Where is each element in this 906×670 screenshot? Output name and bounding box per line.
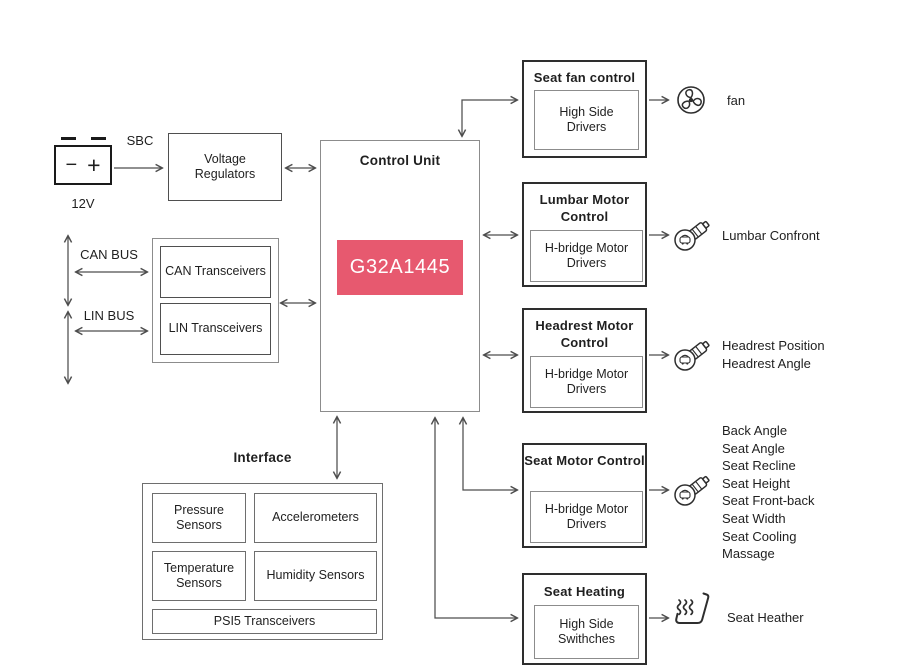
seat-fan-control-title: Seat fan control (533, 70, 636, 85)
h-bridge-motor-drivers-box: H-bridge Motor Drivers (530, 491, 643, 543)
chip-g32a1445: G32A1445 (337, 240, 463, 295)
output-line: Seat Front-back (722, 493, 815, 509)
sbc-label: SBC (126, 133, 154, 148)
seat-motor-control-box: Seat Motor Control H-bridge Motor Driver… (522, 443, 647, 548)
output-line: Seat Recline (722, 458, 796, 474)
lin-transceivers-box: LIN Transceivers (160, 303, 271, 355)
headrest-motor-control-box: Headrest Motor Control H-bridge Motor Dr… (522, 308, 647, 413)
h-bridge-motor-drivers-box: H-bridge Motor Drivers (530, 230, 643, 282)
fan-output-label: fan (727, 93, 746, 108)
seat-motor-output-labels: Back Angle Seat Angle Seat Recline Seat … (722, 422, 815, 563)
humidity-sensors-box: Humidity Sensors (254, 551, 377, 601)
connector-cu-to-seat-fan (462, 100, 517, 136)
seat-heating-box: Seat Heating High Side Swithches (522, 573, 647, 665)
output-line: Headrest Angle (722, 355, 811, 371)
motor-icon (674, 340, 710, 371)
lumbar-motor-control-title: Lumbar Motor Control (539, 192, 630, 224)
fan-icon (677, 86, 705, 114)
minus-symbol: − (65, 154, 78, 176)
connector-cu-to-seat-heating (435, 418, 517, 618)
seat-motor-control-title: Seat Motor Control (524, 453, 645, 468)
can-transceivers-box: CAN Transceivers (160, 246, 271, 298)
seat-heating-title: Seat Heating (543, 584, 626, 599)
output-line: Headrest Position (722, 338, 825, 353)
high-side-switches-box: High Side Swithches (534, 605, 639, 659)
connector-cu-to-seat-motor (463, 418, 517, 490)
voltage-regulators-box: Voltage Regulators (168, 133, 282, 201)
motor-icon (674, 475, 710, 506)
battery-terminal-positive (91, 137, 106, 140)
h-bridge-motor-drivers-box: H-bridge Motor Drivers (530, 356, 643, 408)
lin-bus-label: LIN BUS (83, 308, 135, 323)
psi5-transceivers-box: PSI5 Transceivers (152, 609, 377, 634)
interface-title: Interface (233, 450, 292, 465)
accelerometers-box: Accelerometers (254, 493, 377, 543)
pressure-sensors-box: Pressure Sensors (152, 493, 246, 543)
battery-voltage-label: 12V (71, 196, 95, 211)
lumbar-output-label: Lumbar Confront (722, 228, 820, 243)
high-side-drivers-box: High Side Drivers (534, 90, 639, 150)
output-line: Back Angle (722, 423, 788, 438)
lumbar-motor-control-box: Lumbar Motor Control H-bridge Motor Driv… (522, 182, 647, 287)
headrest-motor-control-title: Headrest Motor Control (535, 318, 634, 350)
battery-icon: − + (54, 145, 112, 185)
motor-icon (674, 220, 710, 251)
battery-terminal-negative (61, 137, 76, 140)
seat-heater-icon (675, 592, 710, 624)
plus-symbol: + (87, 152, 101, 178)
output-line: Seat Angle (722, 440, 785, 456)
control-unit-title: Control Unit (359, 153, 441, 168)
output-line: Seat Width (722, 510, 786, 526)
can-bus-label: CAN BUS (80, 247, 138, 262)
temperature-sensors-box: Temperature Sensors (152, 551, 246, 601)
seat-fan-control-box: Seat fan control High Side Drivers (522, 60, 647, 158)
output-line: Seat Height (722, 475, 790, 491)
output-line: Seat Cooling (722, 528, 797, 544)
output-line: Massage (722, 546, 775, 562)
headrest-output-labels: Headrest Position Headrest Angle (722, 337, 825, 372)
seat-heater-output-label: Seat Heather (727, 610, 804, 625)
